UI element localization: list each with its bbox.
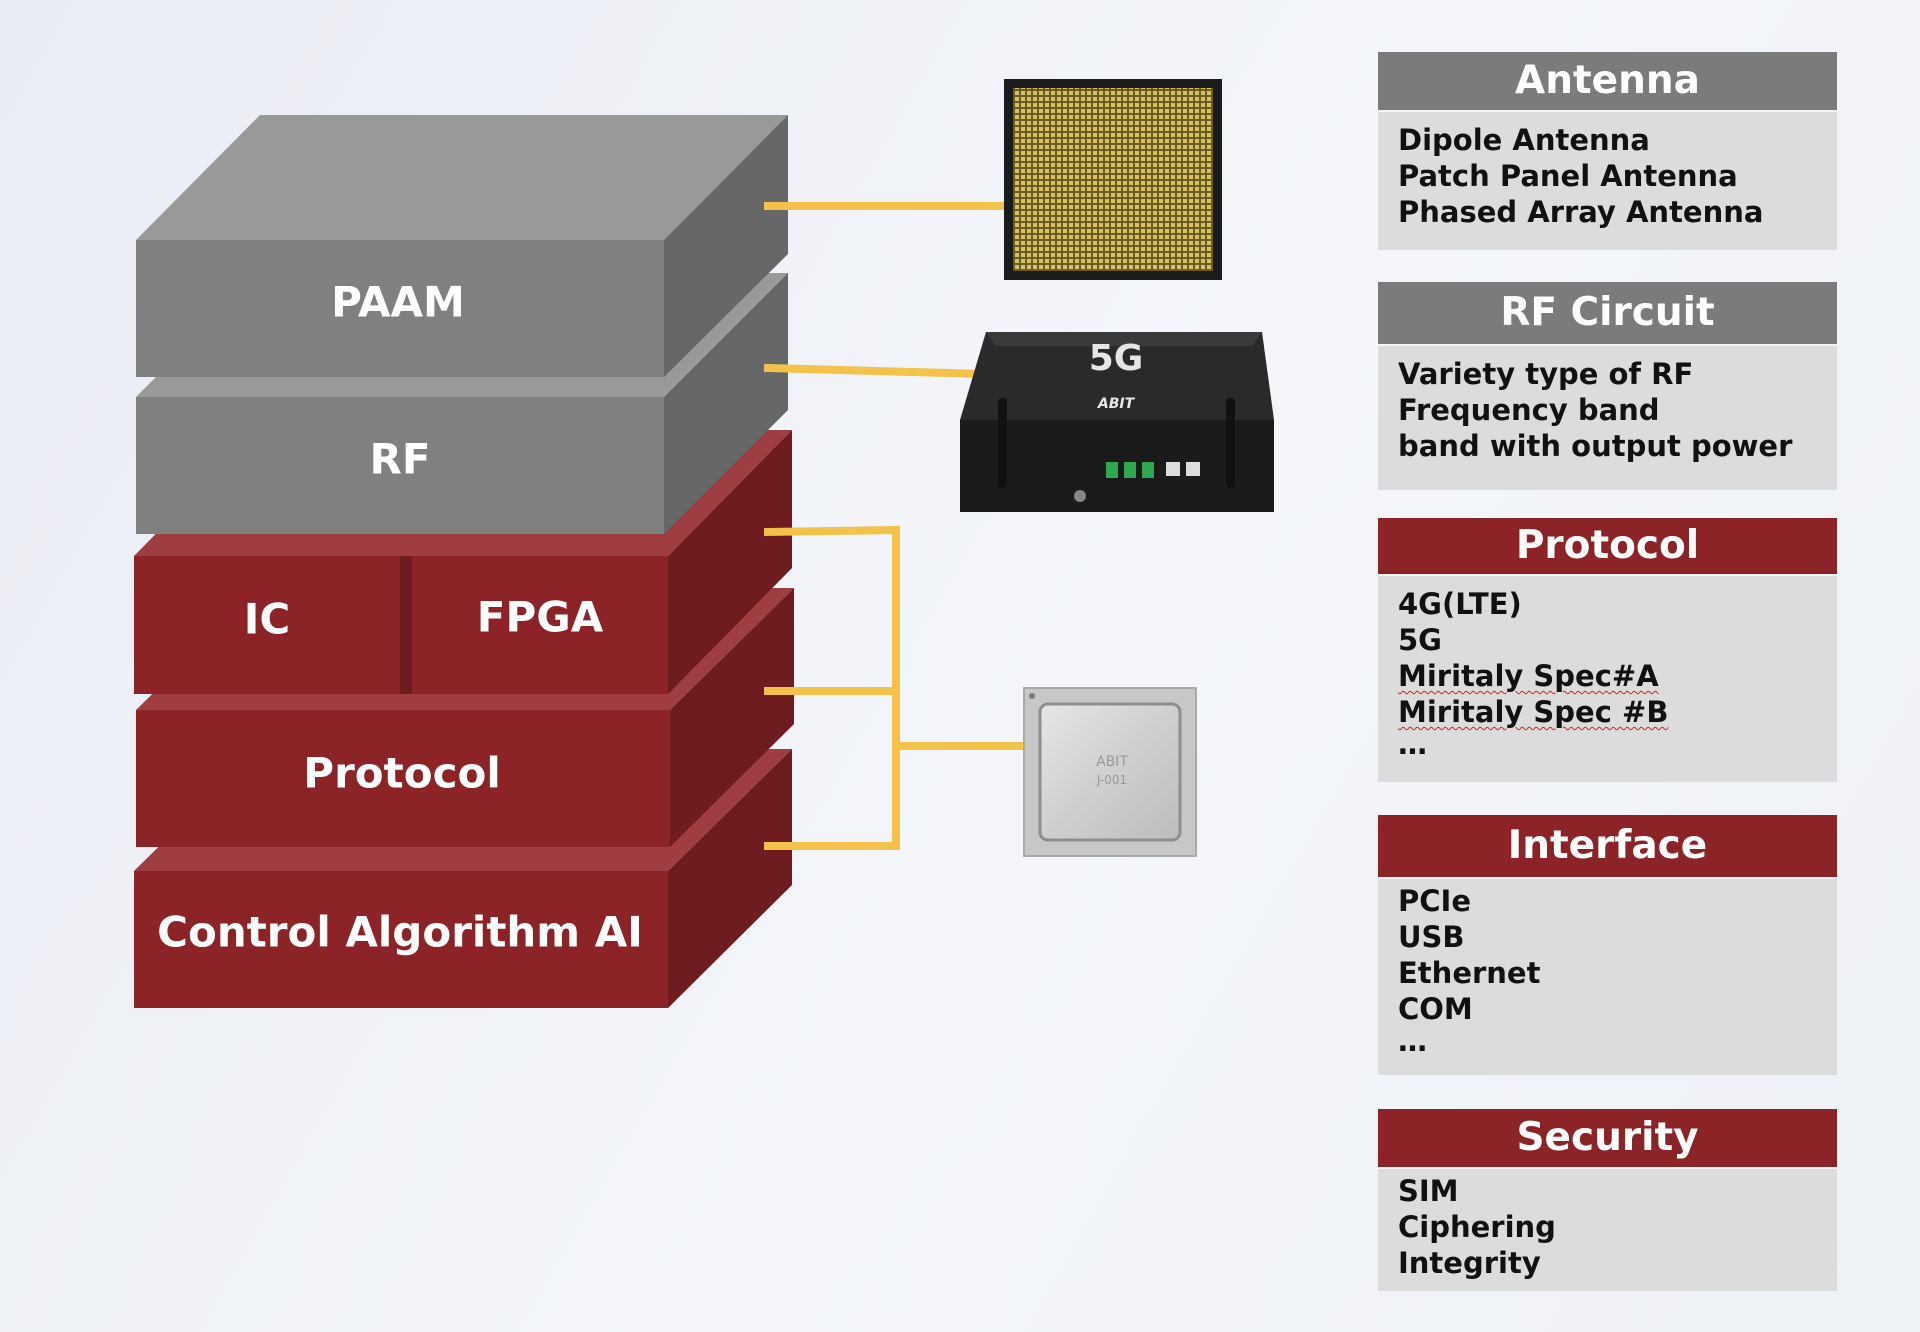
interface-panel-title: Interface (1378, 815, 1837, 879)
list-item: Ciphering (1398, 1210, 1556, 1244)
router-bevel (986, 332, 1262, 346)
list-item: Dipole Antenna (1398, 123, 1650, 157)
list-item: … (1398, 727, 1427, 761)
list-item: Miritaly Spec#A (1398, 659, 1659, 693)
list-item: … (1398, 1024, 1427, 1058)
paam-block: PAAM (136, 115, 788, 377)
protocol-panel-title: Protocol (1378, 518, 1837, 576)
security-panel-list: SIM Ciphering Integrity (1378, 1169, 1837, 1281)
fpga-block-front (412, 556, 668, 694)
ic-fpga-layer-side (668, 430, 792, 694)
list-item: Frequency band (1398, 393, 1660, 427)
router-port-2 (1124, 462, 1136, 478)
phased-array-antenna-image (1004, 79, 1222, 280)
control-block-label: Control Algorithm AI (157, 908, 643, 957)
router-port-3 (1142, 462, 1154, 478)
chip-pin1-marker (1029, 693, 1035, 699)
list-item: COM (1398, 992, 1473, 1026)
list-item: Integrity (1398, 1246, 1541, 1280)
router-top (960, 332, 1274, 420)
router-lan-2 (1186, 462, 1200, 476)
rf-block-side (664, 273, 788, 534)
ic-block-front (134, 556, 400, 694)
ic-block-label: IC (244, 595, 290, 644)
list-item: Variety type of RF (1398, 357, 1694, 391)
antenna-panel-list: Dipole Antenna Patch Panel Antenna Phase… (1378, 112, 1837, 230)
antenna-grid (1013, 88, 1213, 271)
list-item: USB (1398, 920, 1465, 954)
fpga-block-label: FPGA (477, 593, 604, 642)
list-item: SIM (1398, 1174, 1459, 1208)
list-item: Miritaly Spec #B (1398, 695, 1669, 729)
rf-circuit-panel: RF Circuit Variety type of RF Frequency … (1378, 282, 1837, 490)
chip-image: ABIT J-001 (1023, 687, 1197, 857)
list-item: band with output power (1398, 429, 1793, 463)
protocol-block-front (136, 710, 670, 847)
router-lan-1 (1166, 462, 1180, 476)
security-panel: Security SIM Ciphering Integrity (1378, 1109, 1837, 1291)
protocol-block-side (670, 588, 794, 847)
router-5g-text: 5G (1089, 338, 1144, 379)
list-item: Patch Panel Antenna (1398, 159, 1738, 193)
protocol-panel: Protocol 4G(LTE) 5G Miritaly Spec#A Miri… (1378, 518, 1837, 782)
interface-panel: Interface PCIe USB Ethernet COM … (1378, 815, 1837, 1075)
router-left-antenna (998, 398, 1007, 488)
connector-rf-router (763, 363, 991, 379)
control-block-side (668, 749, 792, 1008)
protocol-block-label: Protocol (303, 749, 500, 798)
chip-text-1: ABIT (1096, 754, 1128, 770)
connector-lines (763, 202, 1030, 850)
chip-lid (1038, 702, 1182, 842)
protocol-panel-list: 4G(LTE) 5G Miritaly Spec#A Miritaly Spec… (1378, 576, 1837, 761)
router-5g-image: 5G ABIT (960, 332, 1274, 512)
router-port-1 (1106, 462, 1118, 478)
list-item: PCIe (1398, 884, 1471, 918)
paam-block-label: PAAM (331, 278, 465, 327)
paam-block-front (136, 240, 664, 377)
control-block-front (134, 871, 668, 1008)
paam-block-top (136, 115, 788, 240)
antenna-panel-title: Antenna (1378, 52, 1837, 112)
rf-circuit-panel-list: Variety type of RF Frequency band band w… (1378, 346, 1837, 464)
rf-block-label: RF (369, 435, 430, 484)
rf-circuit-panel-title: RF Circuit (1378, 282, 1837, 346)
paam-block-side (664, 115, 788, 377)
ic-block-divider (400, 556, 412, 694)
antenna-panel: Antenna Dipole Antenna Patch Panel Anten… (1378, 52, 1837, 250)
router-brand-text: ABIT (1097, 396, 1136, 412)
router-power-button (1074, 490, 1086, 502)
chip-text-2: J-001 (1096, 773, 1127, 787)
security-panel-title: Security (1378, 1109, 1837, 1169)
interface-panel-list: PCIe USB Ethernet COM … (1378, 879, 1837, 1058)
list-item: Phased Array Antenna (1398, 195, 1764, 229)
rf-block-front (136, 397, 664, 534)
list-item: Ethernet (1398, 956, 1541, 990)
router-right-antenna (1226, 398, 1235, 488)
list-item: 4G(LTE) (1398, 587, 1522, 621)
list-item: 5G (1398, 623, 1442, 657)
